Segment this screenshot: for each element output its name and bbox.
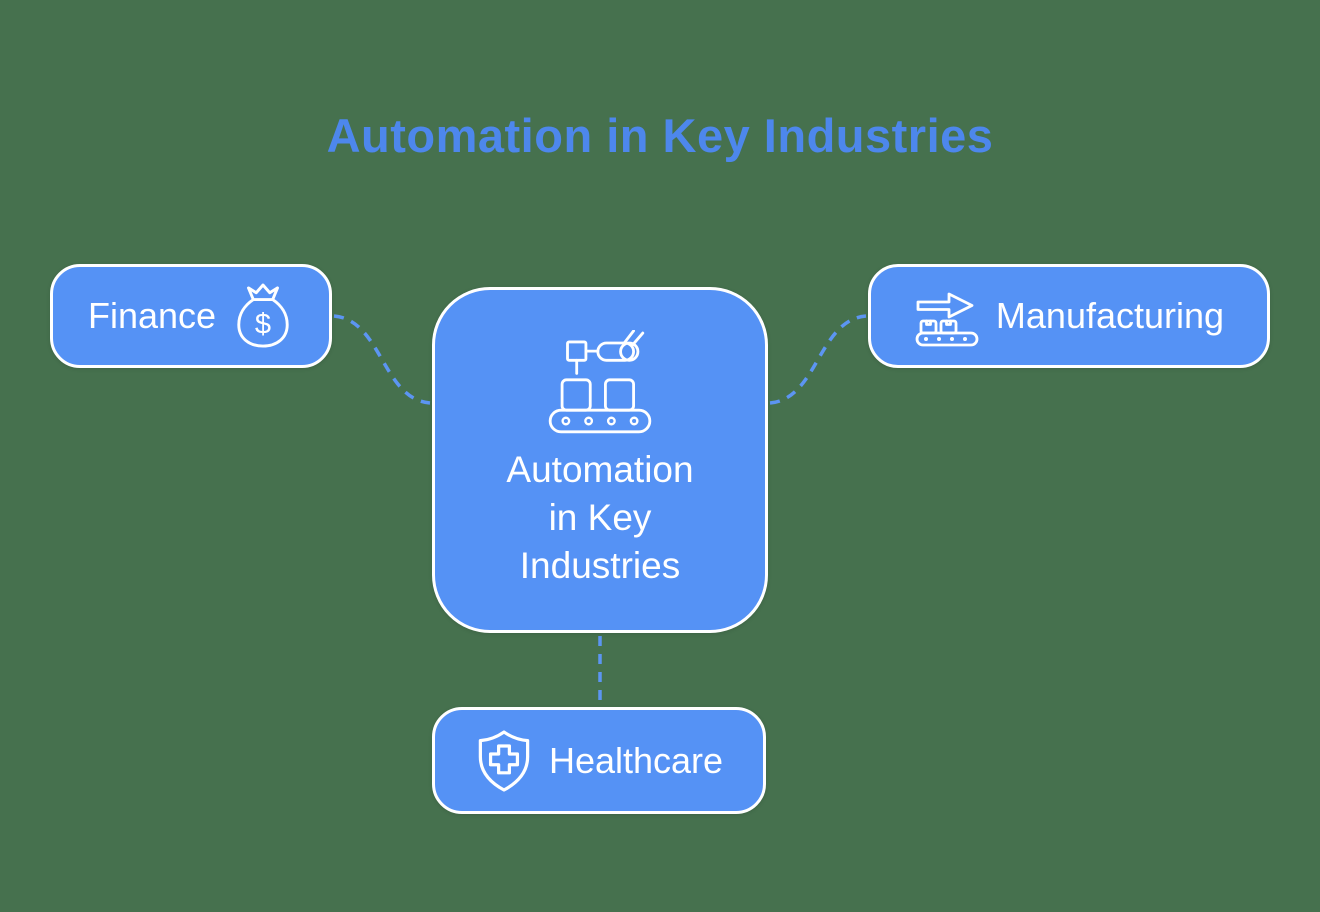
node-center-label-line-3: Industries (519, 545, 681, 586)
node-finance-label: Finance (87, 295, 217, 336)
robot-arm-conveyor-icon (548, 330, 652, 434)
node-healthcare[interactable]: Healthcare (432, 707, 766, 814)
node-manufacturing[interactable]: Manufacturing (868, 264, 1270, 368)
node-automation-in-key-industries[interactable]: Automation in Key Industries (432, 287, 768, 633)
connector-finance-to-center (333, 314, 431, 405)
money-bag-icon: $ (232, 281, 294, 351)
node-finance[interactable]: Finance $ (50, 264, 332, 368)
node-manufacturing-label: Manufacturing (995, 295, 1225, 336)
node-center-label-line-2: in Key (548, 497, 652, 538)
node-center-label-line-1: Automation (506, 449, 694, 490)
connector-center-to-manufacturing (769, 314, 867, 405)
node-center-label: Automation in Key Industries (506, 446, 693, 590)
conveyor-belt-arrow-icon (914, 285, 980, 347)
dollar-sign-glyph: $ (255, 308, 271, 340)
page-title: Automation in Key Industries (326, 109, 994, 162)
shield-cross-icon (475, 728, 533, 794)
node-healthcare-label: Healthcare (548, 739, 724, 781)
